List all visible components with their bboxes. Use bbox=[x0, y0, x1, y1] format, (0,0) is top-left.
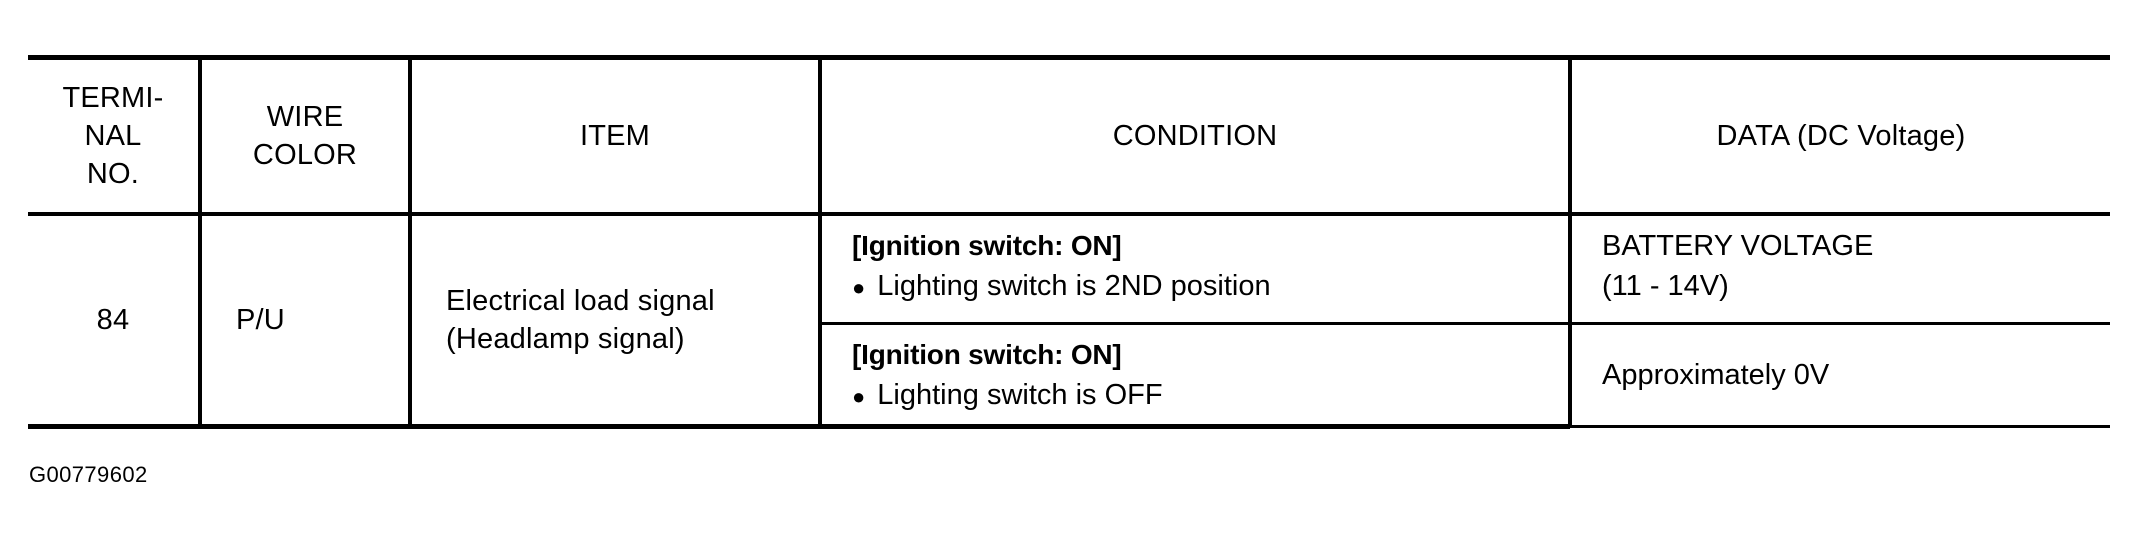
column-header-terminal-no: TERMI- NAL NO. bbox=[28, 59, 198, 212]
figure-caption: G00779602 bbox=[29, 462, 148, 487]
row-separator-rule bbox=[820, 322, 2110, 325]
condition-1-bullet-row: ● Lighting switch is 2ND position bbox=[852, 266, 1568, 308]
table-top-border bbox=[28, 55, 2110, 60]
cell-item-value: Electrical load signal (Headlamp signal) bbox=[446, 285, 715, 355]
condition-1-title: [Ignition switch: ON] bbox=[852, 230, 1122, 261]
column-header-item: ITEM bbox=[412, 59, 818, 212]
column-divider-1 bbox=[198, 57, 202, 427]
bullet-icon: ● bbox=[852, 275, 866, 300]
condition-2-bullet-text: Lighting switch is OFF bbox=[877, 379, 1163, 411]
header-separator-rule bbox=[28, 212, 2110, 216]
column-divider-3 bbox=[818, 57, 822, 427]
cell-condition-2: [Ignition switch: ON] ● Lighting switch … bbox=[822, 325, 1568, 424]
column-header-wire-color-label: WIRE COLOR bbox=[252, 100, 358, 171]
cell-data-1-value: BATTERY VOLTAGE (11 - 14V) bbox=[1602, 230, 1874, 302]
cell-data-2-value: Approximately 0V bbox=[1602, 358, 1830, 391]
column-header-item-label: ITEM bbox=[579, 119, 651, 152]
cell-terminal-no-value: 84 bbox=[96, 304, 130, 336]
table-bottom-border-left bbox=[28, 424, 1570, 429]
column-header-data-label: DATA (DC Voltage) bbox=[1716, 119, 1966, 152]
column-header-condition: CONDITION bbox=[822, 59, 1568, 212]
cell-item: Electrical load signal (Headlamp signal) bbox=[412, 216, 818, 424]
cell-wire-color-value: P/U bbox=[236, 304, 285, 336]
cell-data-1: BATTERY VOLTAGE (11 - 14V) bbox=[1572, 216, 2110, 322]
cell-condition-1: [Ignition switch: ON] ● Lighting switch … bbox=[822, 216, 1568, 322]
table-bottom-border-right bbox=[1570, 425, 2110, 428]
condition-2-title: [Ignition switch: ON] bbox=[852, 339, 1122, 370]
column-divider-4 bbox=[1568, 57, 1572, 427]
column-header-terminal-no-label: TERMI- NAL NO. bbox=[62, 81, 164, 190]
cell-terminal-no: 84 bbox=[28, 216, 198, 424]
terminal-data-table: TERMI- NAL NO. WIRE COLOR ITEM CONDITION… bbox=[28, 55, 2110, 429]
condition-1-bullet-text: Lighting switch is 2ND position bbox=[877, 270, 1271, 302]
column-header-wire-color: WIRE COLOR bbox=[202, 59, 408, 212]
cell-wire-color: P/U bbox=[202, 216, 408, 424]
bullet-icon: ● bbox=[852, 384, 866, 409]
cell-data-2: Approximately 0V bbox=[1572, 325, 2110, 424]
column-header-condition-label: CONDITION bbox=[1112, 119, 1278, 152]
column-divider-2 bbox=[408, 57, 412, 427]
column-header-data: DATA (DC Voltage) bbox=[1572, 59, 2110, 212]
condition-2-bullet-row: ● Lighting switch is OFF bbox=[852, 375, 1568, 417]
